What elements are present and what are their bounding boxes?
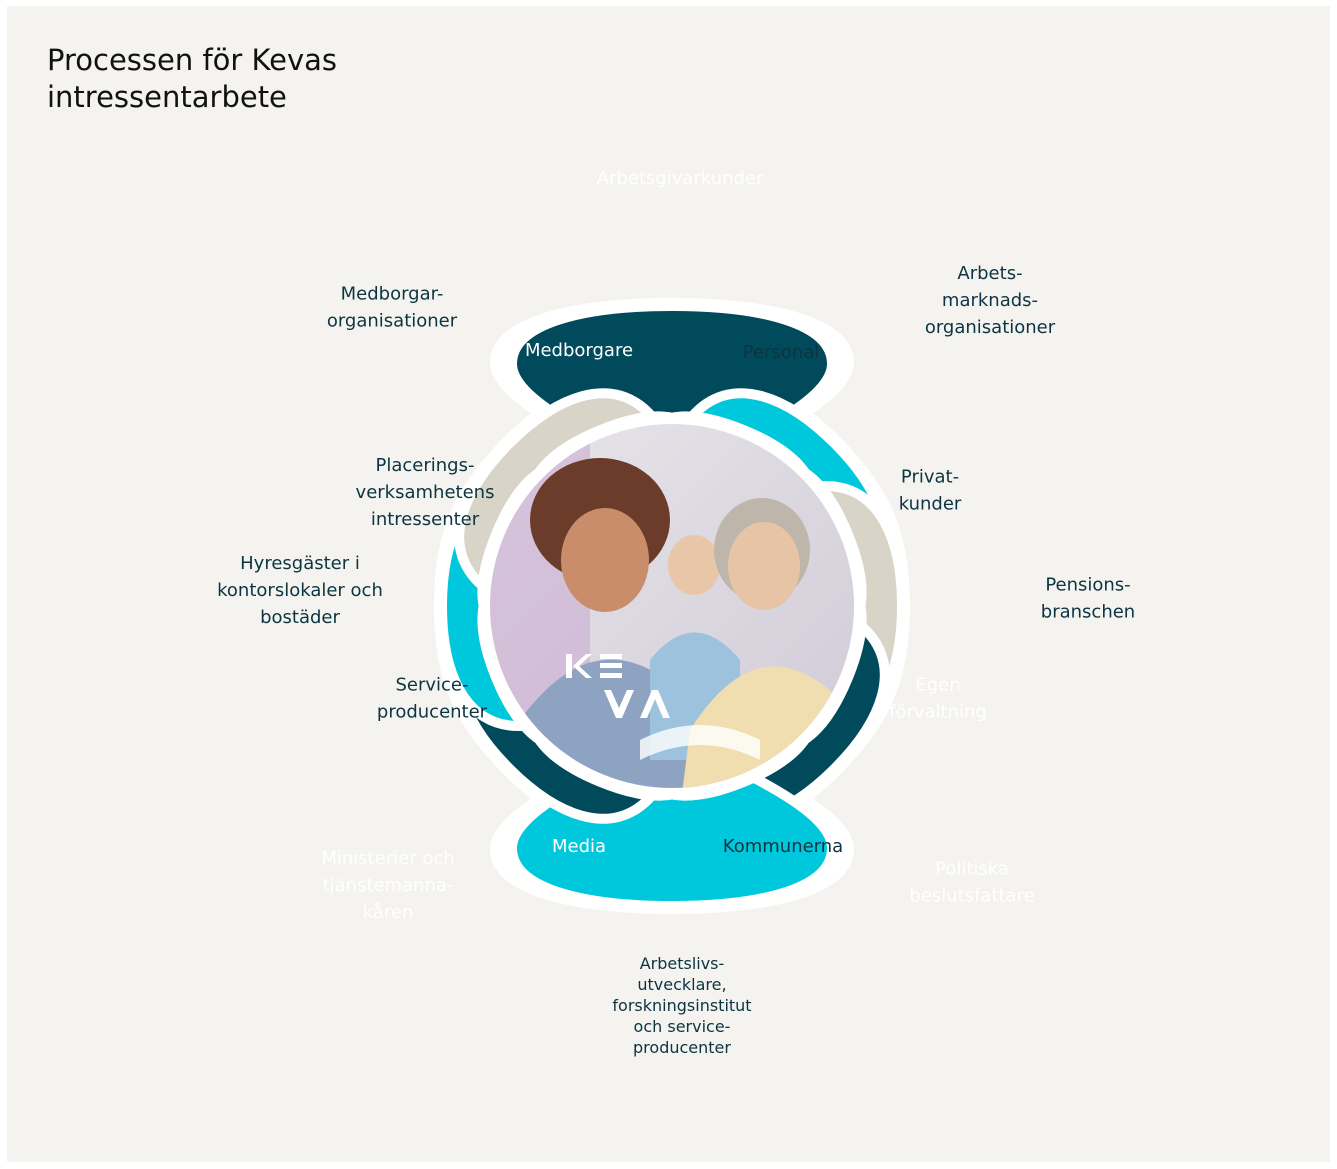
- label-arbetslivsutvecklare: forskningsinstitut: [612, 996, 751, 1015]
- label-ministerier: kåren: [363, 902, 414, 923]
- label-arbetsmarknadsorganisationer: marknads-: [942, 290, 1038, 311]
- label-arbetslivsutvecklare: producenter: [633, 1038, 731, 1057]
- label-arbetslivsutvecklare: och service-: [634, 1017, 731, 1036]
- label-hyresgaster: Hyresgäster i: [240, 553, 360, 574]
- label-serviceproducenter: producenter: [377, 702, 488, 723]
- label-pensionsbranschen: Pensions-: [1045, 575, 1130, 596]
- label-serviceproducenter: Service-: [395, 675, 468, 696]
- label-ministerier: tjänstemanna-: [323, 875, 454, 896]
- label-media: Media: [552, 836, 606, 857]
- person-left-icon: [510, 458, 700, 788]
- title-line-2: intressentarbete: [47, 80, 287, 114]
- label-hyresgaster: kontorslokaler och: [217, 580, 383, 601]
- label-arbetsmarknadsorganisationer: organisationer: [925, 317, 1056, 338]
- label-medborgarorganisationer: Medborgar-: [341, 284, 444, 305]
- label-hyresgaster: bostäder: [260, 607, 340, 628]
- label-egen-forvaltning: Egen: [915, 675, 960, 696]
- label-medborgare: Medborgare: [525, 340, 633, 361]
- label-privatkunder: Privat-: [901, 467, 959, 488]
- title-line-1: Processen för Kevas: [47, 43, 337, 77]
- label-pensionsbranschen: branschen: [1041, 602, 1135, 623]
- label-arbetsgivarkunder: Arbetsgivarkunder: [597, 168, 764, 189]
- label-politiska-beslutsfattare: Politiska: [935, 859, 1009, 880]
- label-arbetslivsutvecklare: Arbetslivs-: [640, 954, 725, 973]
- label-placeringsverksamhetens: Placerings-: [376, 455, 475, 476]
- label-arbetslivsutvecklare: utvecklare,: [637, 975, 726, 994]
- label-personal: Personal: [743, 342, 820, 363]
- label-medborgarorganisationer: organisationer: [327, 311, 458, 332]
- diagram-title: Processen för Kevas intressentarbete: [47, 42, 337, 116]
- label-egen-forvaltning: förvaltning: [889, 702, 987, 723]
- center-photo: [484, 418, 860, 794]
- stakeholder-labels: ArbetsgivarkunderArbets-marknads-organis…: [217, 168, 1135, 1057]
- label-privatkunder: kunder: [899, 494, 962, 515]
- label-politiska-beslutsfattare: beslutsfattare: [909, 886, 1034, 907]
- keva-logo: [566, 654, 670, 718]
- label-placeringsverksamhetens: intressenter: [371, 509, 480, 530]
- label-arbetsmarknadsorganisationer: Arbets-: [957, 263, 1022, 284]
- label-kommunerna: Kommunerna: [723, 836, 843, 857]
- label-ministerier: Ministerier och: [321, 848, 454, 869]
- label-placeringsverksamhetens: verksamhetens: [356, 482, 495, 503]
